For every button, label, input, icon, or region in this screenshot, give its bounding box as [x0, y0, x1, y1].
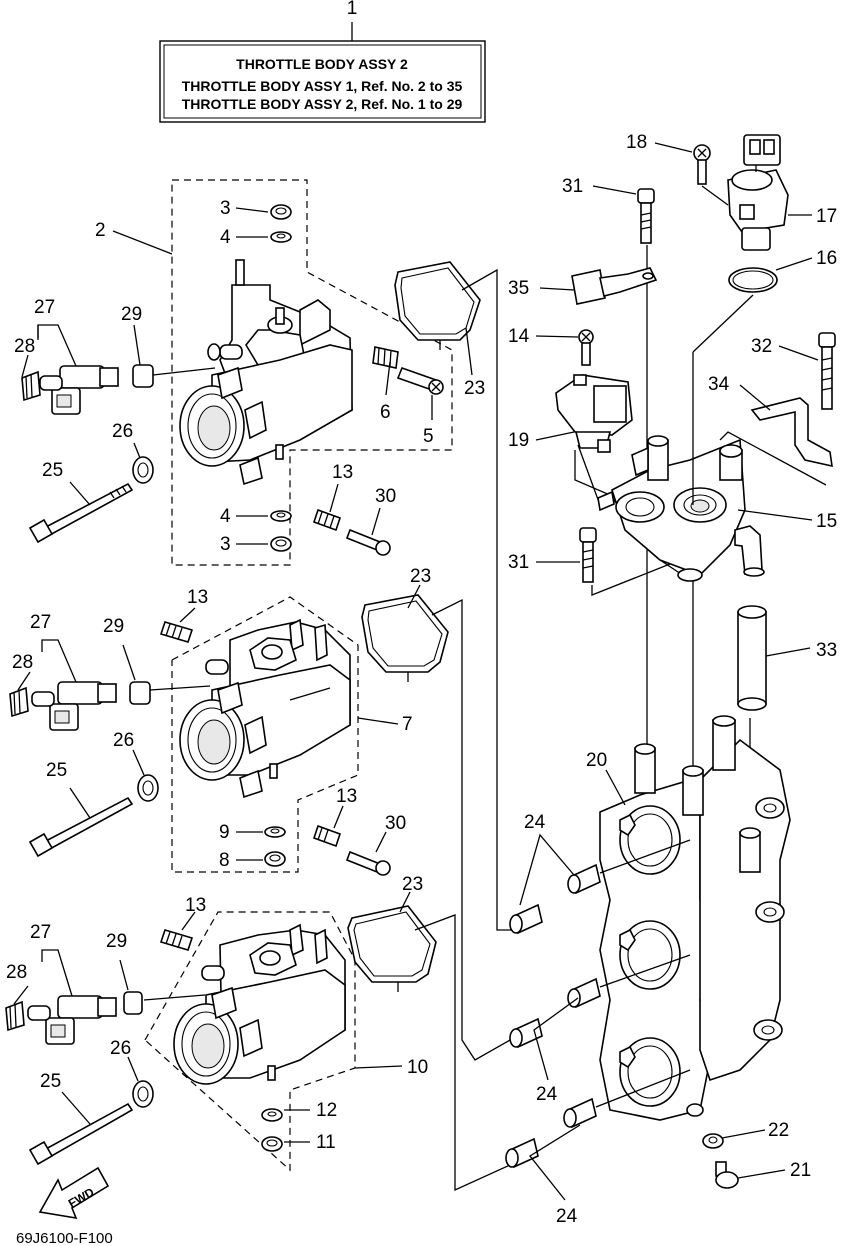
fuel-injector-lower [5, 991, 143, 1045]
callout-1: 1 [347, 0, 358, 19]
callout-30: 30 [375, 486, 396, 507]
callout-9: 9 [219, 822, 230, 843]
callout-16: 16 [816, 248, 837, 269]
callout-4: 4 [220, 227, 231, 248]
bracket-35 [571, 269, 606, 305]
callout-27: 27 [34, 297, 55, 318]
callout-29: 29 [121, 304, 142, 325]
callout-3: 3 [220, 198, 231, 219]
callout-33: 33 [816, 640, 837, 661]
callout-23: 23 [464, 378, 485, 399]
callout-23b: 23 [410, 566, 431, 587]
callout-23c: 23 [402, 874, 423, 895]
title-line-1: THROTTLE BODY ASSY 2 [236, 56, 408, 72]
fuel-injector-middle [9, 681, 151, 731]
callout-10: 10 [407, 1057, 428, 1078]
callout-8: 8 [219, 850, 230, 871]
callout-24b: 24 [536, 1084, 558, 1105]
callout-27b: 27 [30, 612, 51, 633]
callout-19: 19 [508, 430, 529, 451]
callout-28b: 28 [12, 652, 33, 673]
callout-25c: 25 [40, 1071, 61, 1092]
intake-manifold-20 [599, 715, 791, 1121]
callout-7: 7 [402, 714, 413, 735]
callout-24c: 24 [556, 1206, 578, 1227]
throttle-housing-15 [574, 431, 827, 596]
collars-24 [505, 863, 601, 1169]
callout-29c: 29 [106, 931, 127, 952]
callout-28: 28 [14, 336, 35, 357]
title-line-2: THROTTLE BODY ASSY 1, Ref. No. 2 to 35 [182, 78, 463, 94]
callout-25b: 25 [46, 760, 67, 781]
callout-20: 20 [586, 750, 607, 771]
callout-labels: 2 3 4 27 28 29 6 5 23 26 25 13 30 4 3 23… [6, 132, 837, 1227]
callout-26c: 26 [110, 1038, 131, 1059]
callout-31b: 31 [508, 552, 529, 573]
throttle-body-middle [171, 596, 359, 873]
bracket-34 [750, 397, 833, 468]
callout-6: 6 [380, 402, 391, 423]
callout-3b: 3 [220, 534, 231, 555]
callout-25: 25 [42, 460, 63, 481]
fwd-arrow-icon [38, 1166, 110, 1220]
callout-2: 2 [95, 220, 106, 241]
hose-33 [737, 611, 767, 705]
callout-21: 21 [790, 1160, 811, 1181]
callout-5: 5 [423, 426, 434, 447]
callout-26b: 26 [113, 730, 134, 751]
callout-15: 15 [816, 511, 837, 532]
callout-13b: 13 [187, 587, 208, 608]
callout-29b: 29 [103, 616, 124, 637]
callout-31: 31 [562, 176, 583, 197]
diagram-code: 69J6100-F100 [16, 1230, 113, 1246]
callout-24a: 24 [524, 812, 546, 833]
callout-17: 17 [816, 206, 837, 227]
throttle-body-lower [144, 911, 356, 1172]
title-box [159, 40, 486, 123]
callout-13d: 13 [185, 895, 206, 916]
callout-22: 22 [768, 1120, 789, 1141]
callout-18: 18 [626, 132, 647, 153]
callout-11: 11 [316, 1132, 336, 1153]
callout-28c: 28 [6, 962, 27, 983]
iac-valve-17 [727, 134, 789, 251]
callout-32: 32 [751, 336, 772, 357]
callout-35: 35 [508, 278, 529, 299]
throttle-body-upper [171, 179, 453, 566]
fuel-injector-upper [21, 364, 154, 415]
leader-lines [13, 142, 819, 1201]
callout-12: 12 [316, 1100, 337, 1121]
bolt-25-upper [42, 482, 134, 538]
callout-14: 14 [508, 326, 530, 347]
title-line-3: THROTTLE BODY ASSY 2, Ref. No. 1 to 29 [182, 96, 463, 112]
callout-27c: 27 [30, 922, 51, 943]
callout-13: 13 [332, 462, 353, 483]
callout-34: 34 [708, 374, 730, 395]
callout-13c: 13 [336, 786, 357, 807]
callout-30b: 30 [385, 813, 406, 834]
callout-26: 26 [112, 421, 133, 442]
callout-4b: 4 [220, 506, 231, 527]
